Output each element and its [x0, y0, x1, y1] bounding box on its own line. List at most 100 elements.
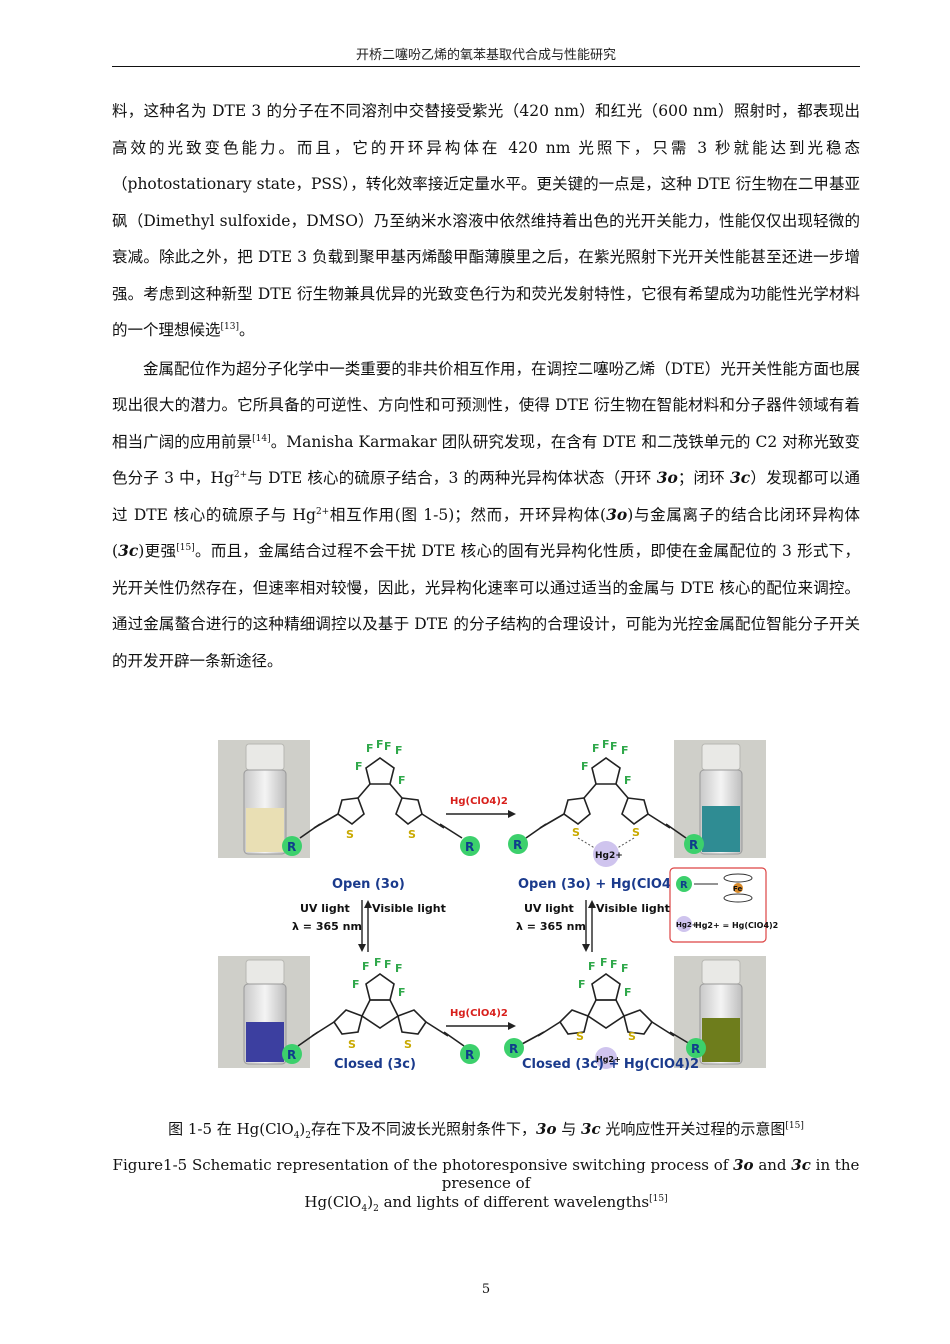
subscript: 2	[305, 1131, 312, 1141]
r-group-circle	[460, 1044, 480, 1064]
charge-superscript: 2+	[315, 506, 330, 517]
r-group-label: R	[287, 840, 296, 854]
r-group-circle	[282, 1044, 302, 1064]
compound-3o: 3o	[536, 1120, 557, 1138]
f-atom: F	[624, 774, 632, 787]
r-group-circle	[508, 834, 528, 854]
citation-15: [15]	[649, 1194, 668, 1204]
wavelength-label: λ = 365 nm	[292, 920, 362, 933]
sulfur-label: S	[572, 826, 580, 839]
compound-3o: 3o	[606, 504, 628, 524]
paragraph-2: 金属配位作为超分子化学中一类重要的非共价相互作用，在调控二噻吩乙烯（DTE）光开…	[112, 351, 860, 680]
uv-light-label: UV light	[300, 902, 350, 915]
r-group-circle	[504, 1038, 524, 1058]
sulfur-label: S	[404, 1038, 412, 1051]
f-atom: F	[398, 774, 406, 787]
subscript: 4	[293, 1131, 300, 1141]
vial-closed-photo	[218, 956, 310, 1068]
compound-3c: 3c	[791, 1156, 811, 1174]
legend-hg-text: Hg2+ = Hg(ClO4)2	[695, 921, 778, 930]
f-atom: F	[581, 760, 589, 773]
caption-text: 存在下及不同波长光照射条件下，	[311, 1120, 537, 1138]
paragraph-1-end: 。	[239, 321, 255, 339]
f-atom: F	[398, 986, 406, 999]
molecule-open	[299, 757, 463, 839]
molecule-open-hg	[525, 757, 687, 839]
running-header: 开桥二噻吩乙烯的氧苯基取代合成与性能研究	[355, 48, 616, 63]
r-group-circle	[686, 1038, 706, 1058]
f-atom: F	[355, 760, 363, 773]
f-atom: F	[588, 960, 596, 973]
open-3o-label: Open (3o)	[332, 877, 405, 892]
f-atom: F	[624, 986, 632, 999]
citation-15: [15]	[176, 542, 195, 553]
f-atom: F	[621, 962, 629, 975]
caption-text: Hg(ClO	[304, 1193, 362, 1211]
f-atom: F	[366, 742, 374, 755]
sulfur-label: S	[632, 826, 640, 839]
caption-text: 图 1-5 在 Hg(ClO	[168, 1120, 294, 1138]
r-group-circle	[282, 836, 302, 856]
f-atom: F	[621, 744, 629, 757]
charge-superscript: 2+	[233, 469, 248, 480]
reagent-label-top: Hg(ClO4)2	[450, 796, 508, 807]
paragraph-2-text-i: 。而且，金属结合过程不会干扰 DTE 核心的固有光异构化性质，即使在金属配位的 …	[112, 542, 860, 670]
closed-3c-hg-label: Closed (3c) + Hg(ClO4)2	[522, 1057, 699, 1072]
figure-caption-chinese: 图 1-5 在 Hg(ClO4)2存在下及不同波长光照射条件下，3o 与 3c …	[168, 1120, 804, 1141]
r-group-label: R	[465, 840, 474, 854]
arrowhead	[364, 900, 372, 908]
legend-box: R Fe Hg2+ Hg2+ = Hg(ClO4)2	[669, 867, 778, 943]
compound-3c: 3c	[730, 468, 751, 487]
paragraph-2-text-g: )与金属离子的结合比闭环异构体(	[112, 505, 860, 561]
header-rule	[112, 66, 860, 67]
uv-light-label: UV light	[524, 902, 574, 915]
caption-text: in the presence of	[441, 1156, 860, 1192]
arrowhead	[358, 944, 366, 952]
f-atom: F	[395, 744, 403, 757]
visible-light-label: Visible light	[372, 902, 446, 915]
figure-caption-english-line1: Figure1-5 Schematic representation of th…	[112, 1156, 860, 1192]
molecule-closed-hg	[521, 973, 691, 1045]
f-atom: F	[610, 740, 618, 753]
paragraph-2-text-b: 。Manisha Karmakar 团队研究发现，在含有 DTE 和二茂铁单元的…	[112, 432, 860, 488]
subscript: 2	[373, 1204, 379, 1214]
paragraph-2-text-c: 与 DTE 核心的硫原子结合，3 的两种光异构体状态（开环	[247, 469, 657, 487]
sulfur-label: S	[348, 1038, 356, 1051]
arrowhead	[508, 810, 516, 818]
citation-14: [14]	[252, 433, 271, 444]
citation-15: [15]	[785, 1121, 804, 1131]
hg-ion-label: Hg2+	[595, 851, 623, 861]
f-atom: F	[578, 978, 586, 991]
r-group-label: R	[691, 1042, 700, 1056]
arrowhead	[508, 1022, 516, 1030]
paragraph-1-text: 料，这种名为 DTE 3 的分子在不同溶剂中交替接受紫光（420 nm）和红光（…	[112, 102, 860, 339]
compound-3o: 3o	[656, 468, 678, 487]
r-group-label: R	[689, 838, 698, 852]
hg-ion-circle	[595, 1047, 617, 1069]
legend-r-label: R	[680, 880, 688, 891]
paragraph-2-text-e: ）发现都可以通过 DTE 核心的硫原子与 Hg	[112, 469, 860, 524]
r-group-label: R	[465, 1048, 474, 1062]
page-number: 5	[481, 1282, 491, 1297]
open-3o-hg-label: Open (3o) + Hg(ClO4)2	[518, 877, 686, 892]
hg-ion-label: Hg2+	[596, 1055, 621, 1064]
figure-caption-english-line2: Hg(ClO4)2 and lights of different wavele…	[304, 1193, 668, 1214]
molecule-closed	[297, 973, 465, 1047]
f-atom: F	[610, 958, 618, 971]
compound-3c: 3c	[118, 541, 139, 560]
f-atom: F	[602, 738, 610, 751]
wavelength-label: λ = 365 nm	[516, 920, 586, 933]
reagent-label-bottom: Hg(ClO4)2	[450, 1008, 508, 1019]
caption-text: Figure1-5 Schematic representation of th…	[112, 1156, 734, 1174]
f-atom: F	[600, 956, 608, 969]
caption-text: 与	[556, 1120, 582, 1138]
r-group-label: R	[509, 1042, 518, 1056]
sulfur-label: S	[628, 1030, 636, 1043]
citation-13: [13]	[220, 321, 239, 332]
caption-text: 光响应性开关过程的示意图	[600, 1120, 786, 1138]
f-atom: F	[362, 960, 370, 973]
